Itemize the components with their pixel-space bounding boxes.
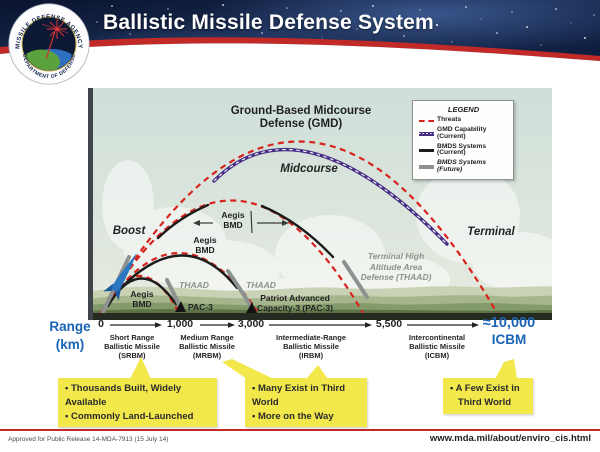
legend-item-threats: Threats (419, 116, 508, 124)
category-mrbm: Medium Range Ballistic Missile (MRBM) (179, 333, 235, 360)
threat-arc-irbm (100, 199, 364, 314)
arrow-left-head (193, 220, 200, 226)
thaad-line-3 (342, 260, 369, 299)
tick-1000: 1,000 (166, 318, 194, 330)
bmds-current-line-icon (419, 148, 434, 152)
category-srbm: Short Range Ballistic Missile (SRBM) (104, 333, 160, 360)
phase-boost-label: Boost (112, 225, 146, 237)
y-axis-bar (88, 88, 93, 320)
thaad-line-2 (226, 269, 252, 307)
legend-item-bmds-future: BMDS Systems (Future) (419, 159, 508, 173)
missile-trail (45, 31, 56, 60)
legend-item-gmd: GMD Capability (Current) (419, 126, 508, 140)
phase-terminal-label: Terminal (467, 226, 515, 238)
thaad-label-2: THAAD (246, 280, 276, 290)
tick-0: 0 (98, 318, 104, 330)
white-sweep (0, 43, 600, 72)
red-swoosh (0, 37, 600, 61)
callout-icbm-note: • A Few Exist in Third World (443, 378, 533, 414)
legend-item-bmds-current: BMDS Systems (Current) (419, 143, 508, 157)
aegis-bmd-low-label: Aegis BMD (130, 289, 154, 309)
header-background (0, 0, 600, 80)
mda-logo-icon: MISSILE DEFENSE AGENCY DEPARTMENT OF DEF… (8, 3, 90, 85)
icbm-blue-label: ICBM (491, 332, 527, 347)
category-icbm: Intercontinental Ballistic Missile (ICBM… (408, 333, 466, 360)
footer-url: www.mda.mil/about/enviro_cis.html (429, 433, 591, 444)
aegis-bmd-top-label: Aegis BMD (221, 210, 245, 230)
footer-divider (0, 429, 600, 431)
aegis-range-arrows (198, 210, 284, 234)
bmds-future-line-icon (419, 165, 434, 169)
pac3-wedge-2 (246, 302, 257, 313)
pac3-label: PAC-3 (188, 302, 213, 312)
header-banner: Ballistic Missile Defense System (0, 0, 600, 80)
legend: LEGEND Threats GMD Capability (Current) … (412, 100, 514, 180)
callout-pointers (130, 357, 517, 379)
pac3-wedge-1 (175, 301, 186, 312)
arrow-right-head (282, 220, 289, 226)
page-title: Ballistic Missile Defense System (103, 11, 434, 34)
legend-title: LEGEND (447, 105, 480, 114)
tick-10000: ≈10,000 (482, 315, 536, 331)
tick-5500: 5,500 (375, 318, 403, 330)
aegis-bmd-mid-label: Aegis BMD (193, 235, 217, 255)
callout-mrbm-irbm-note: • Many Exist in Third World • More on th… (245, 378, 367, 428)
release-statement: Approved for Public Release 14-MDA-7913 … (8, 436, 169, 443)
thaad-label-1: THAAD (179, 280, 209, 290)
callout-srbm-note: • Thousands Built, Widely Available • Co… (58, 378, 217, 428)
threat-line-icon (419, 119, 434, 122)
tick-3000: 3,000 (237, 318, 265, 330)
phase-midcourse-label: Midcourse (280, 163, 338, 175)
gmd-line-icon (419, 131, 434, 136)
threat-arc-icbm (100, 140, 498, 314)
category-irbm: Intermediate-Range Ballistic Missile (IR… (275, 333, 347, 360)
gmd-capability-dashes (213, 149, 448, 245)
gmd-title: Ground-Based Midcourse Defense (GMD) (230, 105, 372, 131)
thaad-full-label: Terminal High Altitude Area Defense (THA… (360, 251, 432, 283)
axis-arrows (110, 322, 479, 328)
range-axis-label: Range (km) (49, 319, 91, 352)
bmds-current-arcs (106, 203, 335, 308)
x-axis-bar (88, 313, 552, 320)
patriot-label: Patriot Advanced Capacity-3 (PAC-3) (257, 293, 333, 313)
